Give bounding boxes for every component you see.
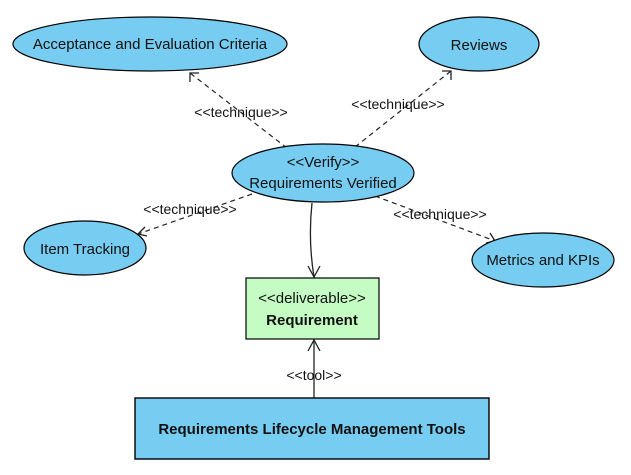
- edge-label-technique-metrics: <<technique>>: [393, 206, 486, 222]
- node-lifecycle-tools-label: Requirements Lifecycle Management Tools: [158, 421, 465, 438]
- node-metrics-label: Metrics and KPIs: [486, 252, 599, 269]
- edge-technique-item-tracking: <<technique>>: [136, 193, 253, 237]
- node-acceptance-criteria-label: Acceptance and Evaluation Criteria: [33, 36, 268, 53]
- edge-label-technique-item-tracking: <<technique>>: [143, 201, 236, 217]
- node-requirement-deliverable[interactable]: <<deliverable>> Requirement: [245, 277, 380, 340]
- node-reviews[interactable]: Reviews: [418, 16, 540, 72]
- edge-technique-metrics: <<technique>>: [374, 195, 497, 244]
- node-item-tracking-label: Item Tracking: [40, 241, 130, 258]
- node-reviews-label: Reviews: [451, 37, 508, 54]
- edge-technique-acceptance: <<technique>>: [189, 72, 288, 149]
- node-verify-label: Requirements Verified: [249, 175, 397, 192]
- node-lifecycle-tools[interactable]: Requirements Lifecycle Management Tools: [134, 397, 490, 460]
- node-item-tracking[interactable]: Item Tracking: [23, 220, 147, 276]
- node-acceptance-criteria[interactable]: Acceptance and Evaluation Criteria: [12, 16, 288, 72]
- edge-verify-to-requirement: [307, 202, 321, 279]
- edge-label-technique-acceptance: <<technique>>: [194, 104, 287, 120]
- edge-label-technique-reviews: <<technique>>: [351, 96, 444, 112]
- edge-label-tool: <<tool>>: [286, 367, 341, 383]
- node-requirement-label: Requirement: [266, 312, 358, 329]
- node-verify-stereotype: <<Verify>>: [287, 154, 360, 171]
- node-requirement-stereotype: <<deliverable>>: [258, 290, 366, 307]
- edge-technique-reviews: <<technique>>: [351, 70, 452, 148]
- node-requirements-verified[interactable]: <<Verify>> Requirements Verified: [231, 143, 415, 203]
- edge-tool-to-requirement: <<tool>>: [286, 338, 342, 398]
- node-metrics-kpis[interactable]: Metrics and KPIs: [471, 232, 615, 288]
